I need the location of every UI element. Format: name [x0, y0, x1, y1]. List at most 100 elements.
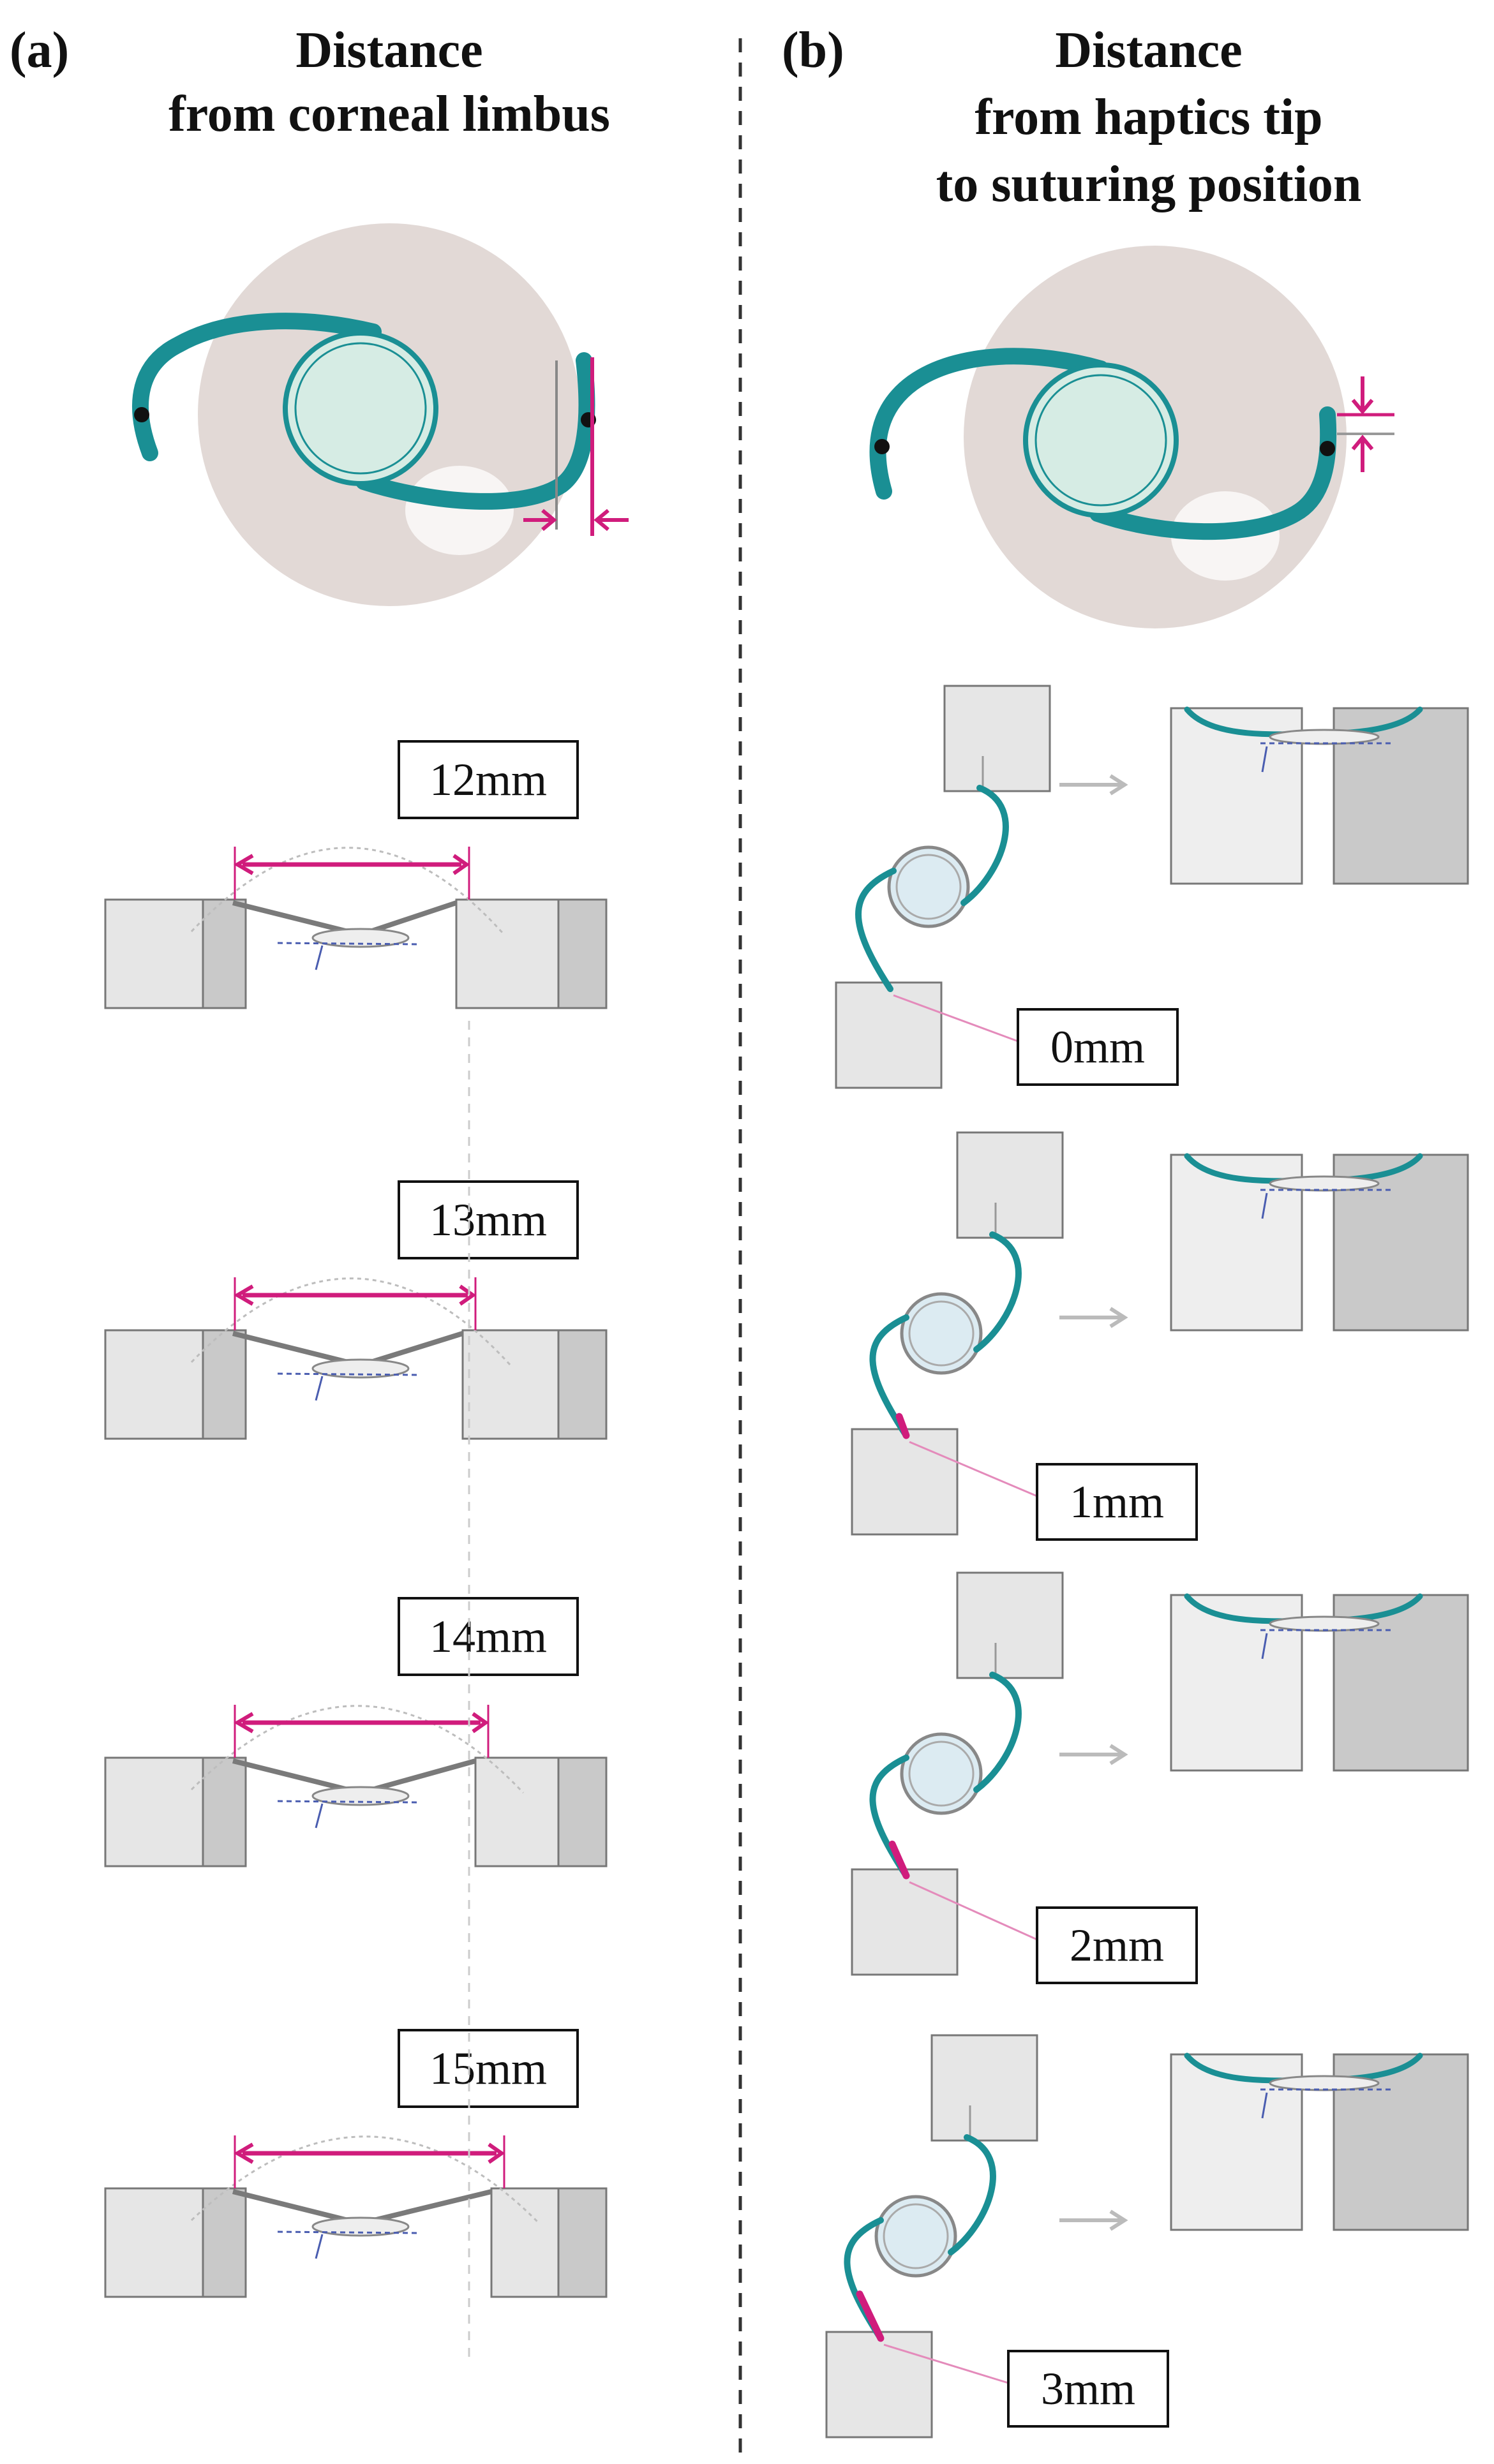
label-leader-line [883, 2343, 1009, 2384]
result-tilt-mark [1261, 746, 1268, 773]
value-label-box [398, 1180, 579, 1259]
panel-a-heading-line-1: Distance [295, 22, 482, 78]
sclera-inner-right [557, 1329, 608, 1440]
result-tilt-mark [1261, 1633, 1268, 1659]
suturing-case-1mm: 1mm [851, 1131, 1469, 1541]
lens-tilt-mark [315, 1376, 324, 1401]
haptic-lower [869, 1314, 909, 1439]
haptic-upper [948, 2134, 996, 2255]
measure-arrowhead-right [452, 854, 470, 875]
panel-b-heading-line-3: to suturing position [936, 156, 1362, 212]
measure-arrowhead-left [234, 1284, 254, 1306]
panel-b-heading-line-1: Distance [1055, 22, 1242, 78]
value-label: 13mm [430, 1194, 547, 1245]
haptic-tip-segment [895, 1413, 910, 1439]
measure-arrow-left [523, 508, 557, 531]
haptic-right [1089, 406, 1337, 540]
value-label: 12mm [430, 754, 547, 805]
optic-inner-ring [1035, 374, 1167, 507]
haptic-tip-segment [856, 2290, 885, 2342]
sclera-inner-left [202, 2187, 247, 2298]
limbus-case-15mm: 15mm [104, 2029, 608, 2298]
curvature-arc [190, 1277, 512, 1367]
lens-tilt-mark [315, 945, 324, 970]
haptic-tip-segment [888, 1840, 910, 1880]
sclera-inner-right [557, 1756, 608, 1867]
label-leader-line [909, 1441, 1038, 1497]
tissue-block-upper [956, 1131, 1064, 1239]
eye-illustration-b [869, 246, 1394, 628]
intraocular-lens-optic [283, 330, 438, 486]
eye-highlight [405, 466, 514, 555]
result-lens-profile [1269, 1615, 1380, 1632]
step-arrow [1059, 1307, 1128, 1328]
tissue-block-lower [851, 1868, 959, 1976]
sclera-inner-left [202, 1329, 247, 1440]
measure-arrow-down [1351, 376, 1374, 415]
sclera-inner-right [557, 2187, 608, 2298]
value-label-box [1007, 2350, 1169, 2428]
lens-axis-line [277, 942, 419, 946]
tissue-block-upper [930, 2034, 1038, 2142]
lens-profile [311, 928, 410, 948]
result-lens-profile [1269, 729, 1380, 745]
cross-section-drawing [104, 1277, 608, 1440]
lens-optic-ring [883, 2203, 949, 2269]
suturing-case-2mm: 2mm [851, 1571, 1469, 1984]
step-arrow [1059, 2209, 1128, 2231]
haptic-upper [960, 785, 1009, 906]
tissue-block-upper [943, 685, 1051, 792]
lens-tilt-mark [315, 1803, 324, 1829]
tissue-block-lower [835, 981, 943, 1089]
lens-optic-ring [908, 1300, 975, 1367]
label-leader-line [909, 1881, 1038, 1941]
haptic-lower [855, 868, 897, 992]
lens-optic [900, 1732, 983, 1815]
haptic-lower [869, 1755, 909, 1879]
lens-profile [311, 2216, 410, 2237]
curvature-arc [190, 1705, 525, 1794]
panel-b-heading-line-2: from haptics tip [975, 89, 1322, 145]
suture-point-left [134, 407, 149, 422]
panel-a-label: (a) [10, 22, 69, 78]
lens-optic [874, 2195, 957, 2278]
panel-a-heading-line-2: from corneal limbus [168, 86, 610, 142]
panel-b-cases: 0mm 1mm 2mm 3mm [825, 685, 1469, 2438]
result-tilt-mark [1261, 1192, 1268, 1219]
panel-b-label: (b) [782, 22, 844, 78]
value-label: 3mm [1041, 2363, 1135, 2414]
suturing-drawing [851, 1131, 1469, 1536]
panel-a-cases: 12mm 13mm 14mm 15mm [104, 740, 608, 2361]
result-lens-profile [1269, 1175, 1380, 1192]
lens-optic [887, 845, 970, 928]
lens-axis-line [277, 1800, 419, 1804]
result-lens-profile [1269, 2075, 1380, 2091]
label-leader-line [893, 994, 1019, 1043]
lens-optic [900, 1292, 983, 1375]
eye-illustration-a [132, 223, 629, 606]
suturing-case-0mm: 0mm [835, 685, 1469, 1089]
haptic-left [132, 313, 382, 461]
sclera-inner-left [202, 898, 247, 1009]
intraocular-lens-optic [1023, 362, 1179, 518]
value-label-box [1036, 1463, 1198, 1541]
measure-arrowhead-right [459, 1284, 477, 1306]
measure-arrow-right [594, 508, 629, 531]
haptic-upper [973, 1231, 1022, 1353]
curvature-arc [190, 847, 505, 935]
result-tilt-mark [1261, 2092, 1268, 2119]
suturing-drawing [835, 685, 1469, 1089]
value-label: 2mm [1070, 1920, 1164, 1971]
suturing-drawing [825, 2034, 1469, 2438]
sclera-inner-left [202, 1756, 247, 1867]
value-label: 15mm [430, 2043, 547, 2094]
tissue-block-lower [825, 2331, 933, 2438]
value-label: 14mm [430, 1611, 547, 1662]
lens-profile [311, 1358, 410, 1379]
lens-axis-line [277, 2230, 419, 2234]
measure-arrowhead-right [488, 2142, 505, 2164]
limbus-case-14mm: 14mm [104, 1597, 608, 1867]
value-label-box [398, 2029, 579, 2108]
